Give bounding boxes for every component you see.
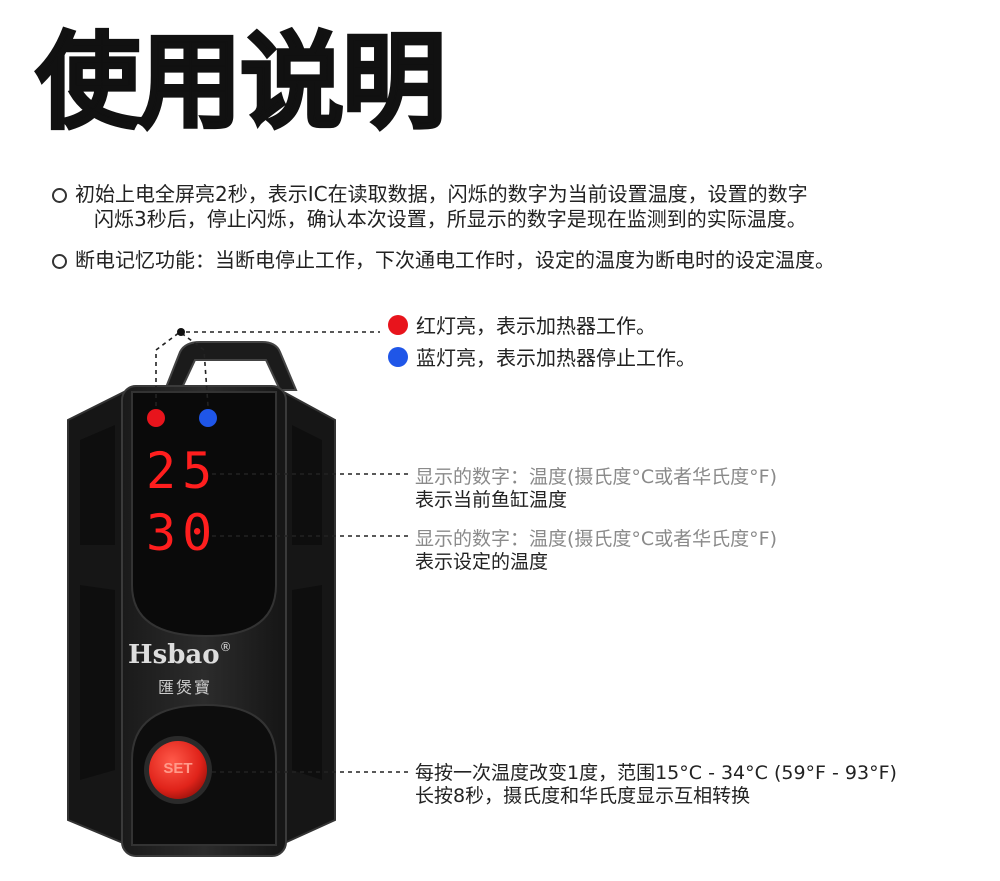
callout-description: 表示当前鱼缸温度 <box>415 489 568 511</box>
registered-mark: ® <box>219 640 232 654</box>
legend-blue: 蓝灯亮，表示加热器停止工作。 <box>388 342 696 371</box>
callout-caption: 显示的数字：温度(摄氏度°C或者华氏度°F) <box>415 466 778 488</box>
set-button[interactable]: SET <box>163 760 193 777</box>
legend-text: 蓝灯亮，表示加热器停止工作。 <box>416 346 696 370</box>
red-dot-icon <box>388 314 408 335</box>
current-temp-display: 25 <box>146 442 219 500</box>
circle-bullet-icon <box>52 254 67 269</box>
red-led-icon <box>147 409 165 427</box>
legend-red: 红灯亮，表示加热器工作。 <box>388 310 656 339</box>
callout-set-button: 每按一次温度改变1度，范围15°C - 34°C (59°F - 93°F) 长… <box>415 762 897 808</box>
note-line: 闪烁3秒后，停止闪烁，确认本次设置，所显示的数字是现在监测到的实际温度。 <box>94 207 807 231</box>
legend-text: 红灯亮，表示加热器工作。 <box>416 314 656 338</box>
set-temp-display: 30 <box>146 504 219 562</box>
callout-caption: 显示的数字：温度(摄氏度°C或者华氏度°F) <box>415 528 778 550</box>
brand-name: Hsbao <box>128 640 220 670</box>
note-line: 初始上电全屏亮2秒，表示IC在读取数据，闪烁的数字为当前设置温度，设置的数字 <box>75 182 808 206</box>
note-memory: 断电记忆功能：当断电停止工作，下次通电工作时，设定的温度为断电时的设定温度。 <box>52 248 835 273</box>
note-line: 断电记忆功能：当断电停止工作，下次通电工作时，设定的温度为断电时的设定温度。 <box>75 248 835 272</box>
display-window <box>131 391 277 638</box>
blue-led-icon <box>199 409 217 427</box>
circle-bullet-icon <box>52 188 67 203</box>
brand-chinese: 匯煲寶 <box>158 678 213 697</box>
callout-description: 长按8秒，摄氏度和华氏度显示互相转换 <box>415 785 751 807</box>
blue-dot-icon <box>388 346 408 367</box>
callout-set-temp: 显示的数字：温度(摄氏度°C或者华氏度°F) 表示设定的温度 <box>415 528 777 574</box>
hanger-handle <box>163 341 298 391</box>
callout-description: 每按一次温度改变1度，范围15°C - 34°C (59°F - 93°F) <box>415 762 897 784</box>
callout-current-temp: 显示的数字：温度(摄氏度°C或者华氏度°F) 表示当前鱼缸温度 <box>415 466 777 512</box>
page-title: 使用说明 <box>34 21 447 143</box>
callout-description: 表示设定的温度 <box>415 551 549 573</box>
brand-logo: Hsbao® <box>128 640 232 670</box>
note-power-on: 初始上电全屏亮2秒，表示IC在读取数据，闪烁的数字为当前设置温度，设置的数字 闪… <box>52 182 952 232</box>
